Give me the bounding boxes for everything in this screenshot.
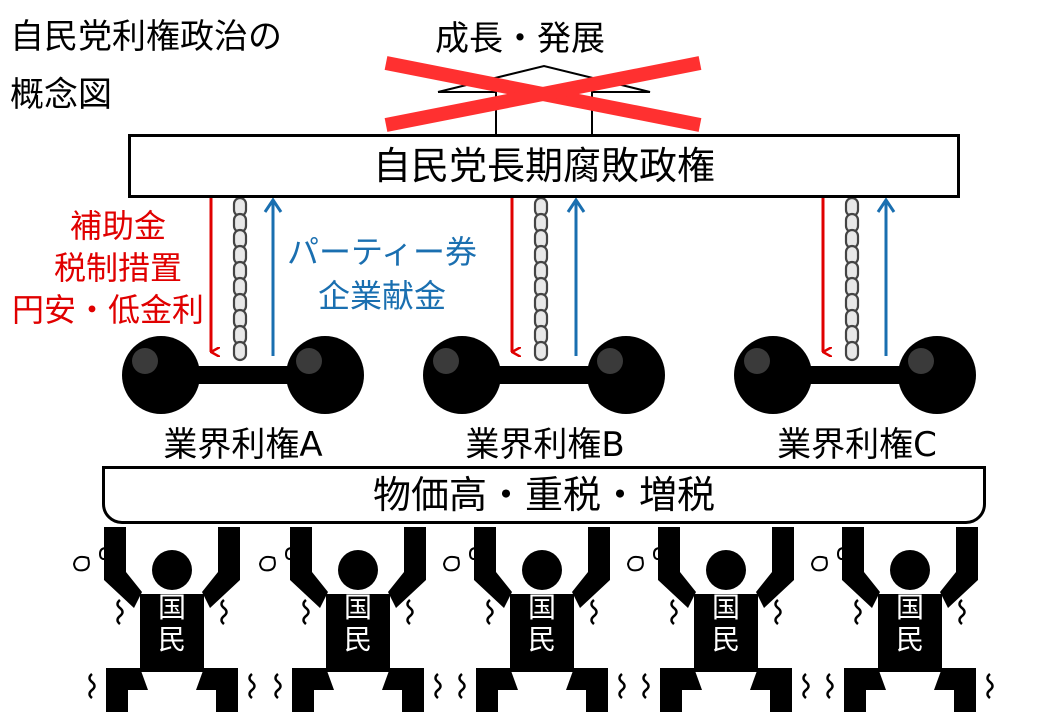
- chain-icon: [844, 196, 860, 362]
- citizen-label: 国: [343, 591, 372, 624]
- corporate-donation-label: 企業献金: [317, 277, 446, 315]
- government-box: 自民党長期腐敗政権: [128, 134, 960, 198]
- citizen-label: 民: [527, 623, 556, 656]
- yen-rate-label: 円安・低金利: [11, 291, 204, 329]
- burden-label: 物価高・重税・増税: [372, 473, 715, 517]
- donation-arrow-b: [566, 197, 586, 356]
- subsidy-label: 補助金: [69, 207, 166, 245]
- citizen-label: 国: [895, 591, 924, 624]
- chain-icon: [232, 196, 248, 362]
- cross-icon: [384, 56, 702, 132]
- government-label: 自民党長期腐敗政権: [372, 144, 715, 188]
- burden-box: 物価高・重税・増税: [102, 466, 986, 524]
- citizen-label: 民: [895, 623, 924, 656]
- industry-label-b: 業界利権B: [465, 425, 625, 465]
- citizen-label: 民: [157, 623, 186, 656]
- citizen-label: 民: [343, 623, 372, 656]
- donation-arrow-a: [263, 197, 283, 356]
- citizen-label: 国: [711, 591, 740, 624]
- growth-label: 成長・発展: [435, 19, 605, 59]
- party-ticket-label: パーティー券: [286, 233, 478, 271]
- industry-label-a: 業界利権A: [163, 425, 323, 465]
- citizen-label: 国: [527, 591, 556, 624]
- diagram-title-line2: 概念図: [10, 75, 112, 115]
- citizen-label: 民: [711, 623, 740, 656]
- tax-measure-label: 税制措置: [53, 249, 182, 287]
- diagram-title-line1: 自民党利権政治の: [10, 17, 282, 57]
- industry-label-c: 業界利権C: [777, 425, 937, 465]
- chain-icon: [533, 196, 549, 362]
- donation-arrow-c: [876, 197, 896, 356]
- citizen-label: 国: [157, 591, 186, 624]
